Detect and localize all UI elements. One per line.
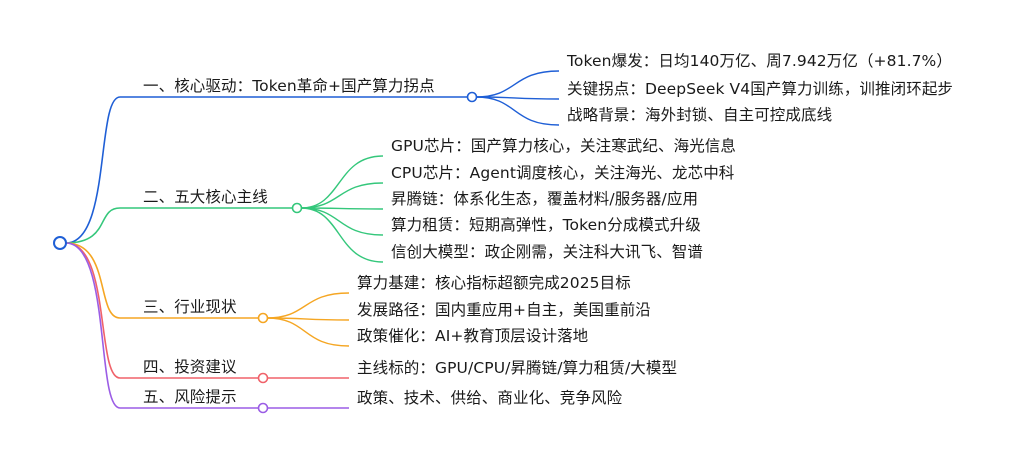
- leaf-link: [475, 96, 560, 100]
- branch-dot: [257, 402, 269, 414]
- leaf-link: [300, 207, 384, 210]
- branch-link: [65, 242, 135, 319]
- leaf-label: 政策、技术、供给、商业化、竞争风险: [357, 389, 623, 407]
- leaf-node-gpu-chips[interactable]: GPU芯片：国产算力核心，关注寒武纪、海光信息: [391, 136, 736, 156]
- leaf-node-compute-infrastructure[interactable]: 算力基建：核心指标超额完成2025目标: [357, 273, 631, 293]
- leaf-node-risk-list[interactable]: 政策、技术、供给、商业化、竞争风险: [357, 388, 622, 408]
- leaf-node-xinchuang-llm[interactable]: 信创大模型：政企刚需，关注科大讯飞、智谱: [391, 242, 703, 262]
- branch-label: 四、投资建议: [143, 358, 237, 376]
- leaf-label: 政策催化：AI+教育顶层设计落地: [357, 327, 589, 345]
- leaf-link: [266, 292, 350, 319]
- leaf-link: [300, 182, 384, 209]
- branch-node-industry-status[interactable]: 三、行业现状: [143, 297, 237, 317]
- leaf-label: 算力租赁：短期高弹性，Token分成模式升级: [391, 216, 701, 234]
- leaf-label: 战略背景：海外封锁、自主可控成底线: [567, 106, 833, 124]
- leaf-label: 关键拐点：DeepSeek V4国产算力训练，训推闭环起步: [567, 80, 954, 98]
- branch-link: [65, 242, 135, 409]
- leaf-label: Token爆发：日均140万亿、周7.942万亿（+81.7%）: [567, 52, 952, 70]
- branch-dot: [291, 202, 303, 214]
- branch-node-five-main-lines[interactable]: 二、五大核心主线: [143, 187, 268, 207]
- branch-link: [65, 96, 135, 244]
- leaf-node-compute-leasing[interactable]: 算力租赁：短期高弹性，Token分成模式升级: [391, 215, 701, 235]
- branch-node-core-driver[interactable]: 一、核心驱动：Token革命+国产算力拐点: [143, 76, 435, 96]
- leaf-node-token-boom[interactable]: Token爆发：日均140万亿、周7.942万亿（+81.7%）: [567, 51, 952, 71]
- leaf-link: [266, 317, 350, 347]
- leaf-node-main-targets[interactable]: 主线标的：GPU/CPU/昇腾链/算力租赁/大模型: [357, 358, 677, 378]
- leaf-node-ascend-chain[interactable]: 昇腾链：体系化生态，覆盖材料/服务器/应用: [391, 189, 698, 209]
- leaf-label: GPU芯片：国产算力核心，关注寒武纪、海光信息: [391, 137, 737, 155]
- branch-label: 三、行业现状: [143, 298, 237, 316]
- branch-dot: [257, 372, 269, 384]
- leaf-label: 算力基建：核心指标超额完成2025目标: [357, 274, 631, 292]
- leaf-label: 主线标的：GPU/CPU/昇腾链/算力租赁/大模型: [357, 359, 678, 377]
- leaf-label: 昇腾链：体系化生态，覆盖材料/服务器/应用: [391, 190, 699, 208]
- leaf-label: 信创大模型：政企刚需，关注科大讯飞、智谱: [391, 243, 704, 261]
- leaf-node-key-inflection[interactable]: 关键拐点：DeepSeek V4国产算力训练，训推闭环起步: [567, 79, 953, 99]
- leaf-link: [300, 207, 384, 263]
- branch-link: [65, 207, 135, 244]
- leaf-label: 发展路径：国内重应用+自主，美国重前沿: [357, 301, 651, 319]
- branch-label: 五、风险提示: [143, 388, 237, 406]
- leaf-link: [300, 207, 384, 236]
- leaf-node-strategic-background[interactable]: 战略背景：海外封锁、自主可控成底线: [567, 105, 832, 125]
- leaf-node-policy-catalyst[interactable]: 政策催化：AI+教育顶层设计落地: [357, 326, 588, 346]
- branch-dot: [257, 312, 269, 324]
- branch-node-investment-advice[interactable]: 四、投资建议: [143, 357, 237, 377]
- branch-node-risk-warning[interactable]: 五、风险提示: [143, 387, 237, 407]
- branch-label: 二、五大核心主线: [143, 188, 268, 206]
- leaf-label: CPU芯片：Agent调度核心，关注海光、龙芯中科: [391, 164, 735, 182]
- branch-dot: [466, 91, 478, 103]
- root-dot: [53, 236, 67, 250]
- branch-label: 一、核心驱动：Token革命+国产算力拐点: [143, 77, 435, 95]
- leaf-link: [475, 96, 560, 126]
- leaf-link: [300, 155, 384, 209]
- leaf-node-cpu-chips[interactable]: CPU芯片：Agent调度核心，关注海光、龙芯中科: [391, 163, 734, 183]
- branch-link: [65, 242, 135, 379]
- leaf-link: [475, 70, 560, 98]
- leaf-link: [266, 317, 350, 321]
- leaf-node-development-path[interactable]: 发展路径：国内重应用+自主，美国重前沿: [357, 300, 651, 320]
